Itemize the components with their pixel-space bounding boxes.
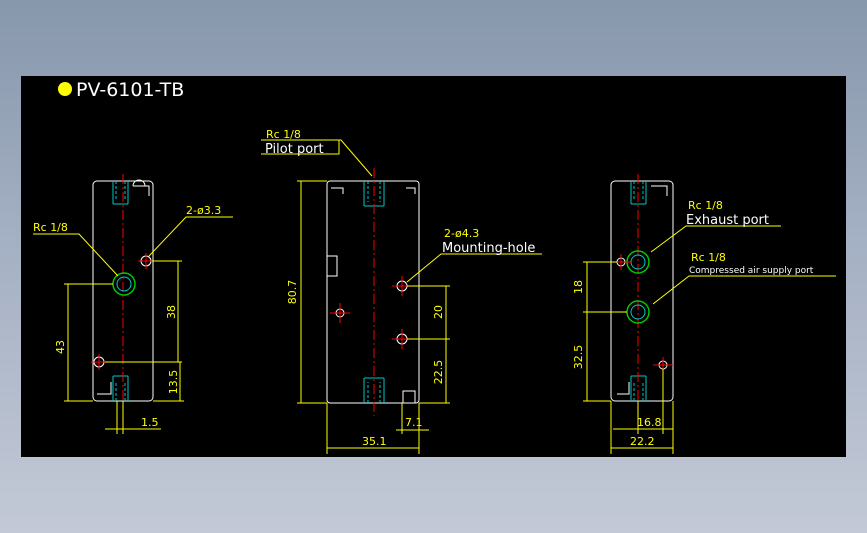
left-bottom-thread [112,375,129,401]
center-view [261,139,542,454]
right-body-outline [610,180,674,402]
right-top-thread [630,181,647,205]
dim-38: 38 [165,305,178,319]
left-view [33,174,233,434]
left-rc-label: Rc 1/8 [33,221,68,234]
exhaust-rc-label: Rc 1/8 [688,199,723,212]
dim-20: 20 [432,305,445,319]
left-rc-port [112,272,136,296]
center-hole-spec: 2-ø4.3 [444,227,479,240]
center-bottom-thread [363,377,385,403]
dim-43: 43 [54,340,67,354]
exhaust-port-label: Exhaust port [686,213,769,228]
title-dot-icon [58,82,72,96]
drawing-title: PV-6101-TB [76,79,184,101]
center-body-outline [326,180,420,404]
dim-80-7: 80.7 [286,280,299,305]
center-rc-label: Rc 1/8 [266,128,301,141]
dim-32-5: 32.5 [572,345,585,370]
dim-22-5: 22.5 [432,360,445,385]
dim-16-8: 16.8 [637,416,662,429]
pilot-port-label: Pilot port [265,142,324,157]
supply-rc-label: Rc 1/8 [691,251,726,264]
left-top-thread [112,181,129,205]
dim-35-1: 35.1 [362,435,387,448]
technical-drawing: PV-6101-TB [33,79,836,454]
drawing-canvas: PV-6101-TB [21,76,846,457]
dim-13-5: 13.5 [167,370,180,395]
mounting-hole-label: Mounting-hole [442,241,535,256]
left-hole-label: 2-ø3.3 [186,204,221,217]
dim-18: 18 [572,280,585,294]
dim-1-5: 1.5 [141,416,159,429]
dim-7-1: 7.1 [405,416,423,429]
dim-22-2: 22.2 [630,435,655,448]
supply-port-label: Compressed air supply port [689,266,814,276]
right-view [583,174,836,454]
